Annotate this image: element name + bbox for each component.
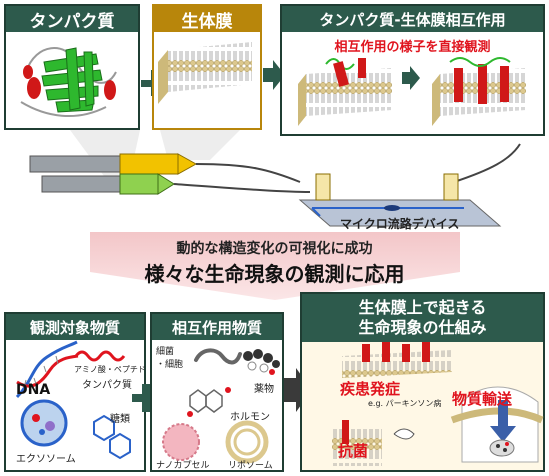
exosome-label: エクソソーム [16,454,76,465]
dna-icon [15,340,79,399]
bacteria-icon [194,348,242,365]
interaction-panel: タンパク質-生体膜相互作用 相互作用の様子を直接観測 [280,4,545,136]
protein-panel: タンパク質 [4,4,140,130]
hormone-icon [187,387,231,417]
hormone-label: ホルモン [230,412,270,423]
liposome-label: リポソーム [228,461,273,471]
disease-example-label: e.g. パーキンソン病 [368,399,442,408]
dna-label: DNA [16,382,51,398]
interaction-title: タンパク質-生体膜相互作用 [319,10,506,29]
result-panel: 生体膜上で起きる 生命現象の仕組み 疾患発症 e.g. パーキンソン病 物質輸送… [300,292,545,472]
targets-panel: 観測対象物質 DNA アミノ酸・ペプチド タンパク質 エクソソーム 糖類 [4,312,146,472]
protein-title: タンパク質 [29,11,115,32]
targets-panel-header: 観測対象物質 [6,314,144,340]
drug-label: 薬物 [254,384,274,395]
interacting-panel: 相互作用物質 細菌 ・細胞 薬物 ホルモン ナノカプセル リポソーム [150,312,284,472]
arrow-icon-top [263,60,285,90]
amino-label: アミノ酸・ペプチド [74,365,146,374]
interacting-panel-header: 相互作用物質 [152,314,282,340]
membrane-panel-header: 生体膜 [154,6,260,32]
interaction-panel-header: タンパク質-生体膜相互作用 [282,6,543,32]
middle-line1: 動的な構造変化の可視化に成功 [176,241,373,257]
result-title-2: 生命現象の仕組み [358,318,487,337]
disease-label: 疾患発症 [340,380,401,398]
nanocapsule-label: ナノカプセル [156,461,210,471]
drug-molecule-icon [243,349,280,375]
targets-title: 観測対象物質 [29,318,120,337]
membrane-panel: 生体膜 [152,4,262,130]
device-label: マイクロ流路デバイス [340,217,460,231]
nanocapsule-icon [162,423,200,461]
membrane-title: 生体膜 [181,11,233,32]
interaction-membrane-icon-1 [298,58,392,126]
sugar-label: 糖類 [110,414,130,425]
protein-panel-header: タンパク質 [6,6,138,32]
middle-line2: 様々な生命現象の観測に応用 [144,262,405,286]
protein-structure-icon [20,47,117,118]
liposome-icon [225,420,269,464]
bacteria-label: 細菌 ・細胞 [156,347,184,370]
syringe-setup-icon [29,130,521,227]
interacting-title: 相互作用物質 [171,318,262,337]
interaction-membrane-icon-2 [432,57,526,126]
interaction-subtitle: 相互作用の様子を直接観測 [334,40,491,55]
interaction-arrow-icon [402,66,420,90]
peptide-icon [74,350,126,362]
arrow-icon-bottom [284,368,312,412]
plus-icon-bottom [132,384,160,412]
sugar-icon [93,414,131,460]
result-title-1: 生体膜上で起きる [358,298,487,317]
protein-label: タンパク質 [82,380,132,391]
exosome-icon [20,399,68,447]
result-membrane-icon [332,342,544,466]
lipid-bilayer-icon [158,42,252,104]
antibacterial-label: 抗菌 [338,442,369,460]
transport-label: 物質輸送 [452,390,513,408]
result-panel-header: 生体膜上で起きる 生命現象の仕組み [302,294,543,342]
down-arrow-gradient [90,232,460,300]
